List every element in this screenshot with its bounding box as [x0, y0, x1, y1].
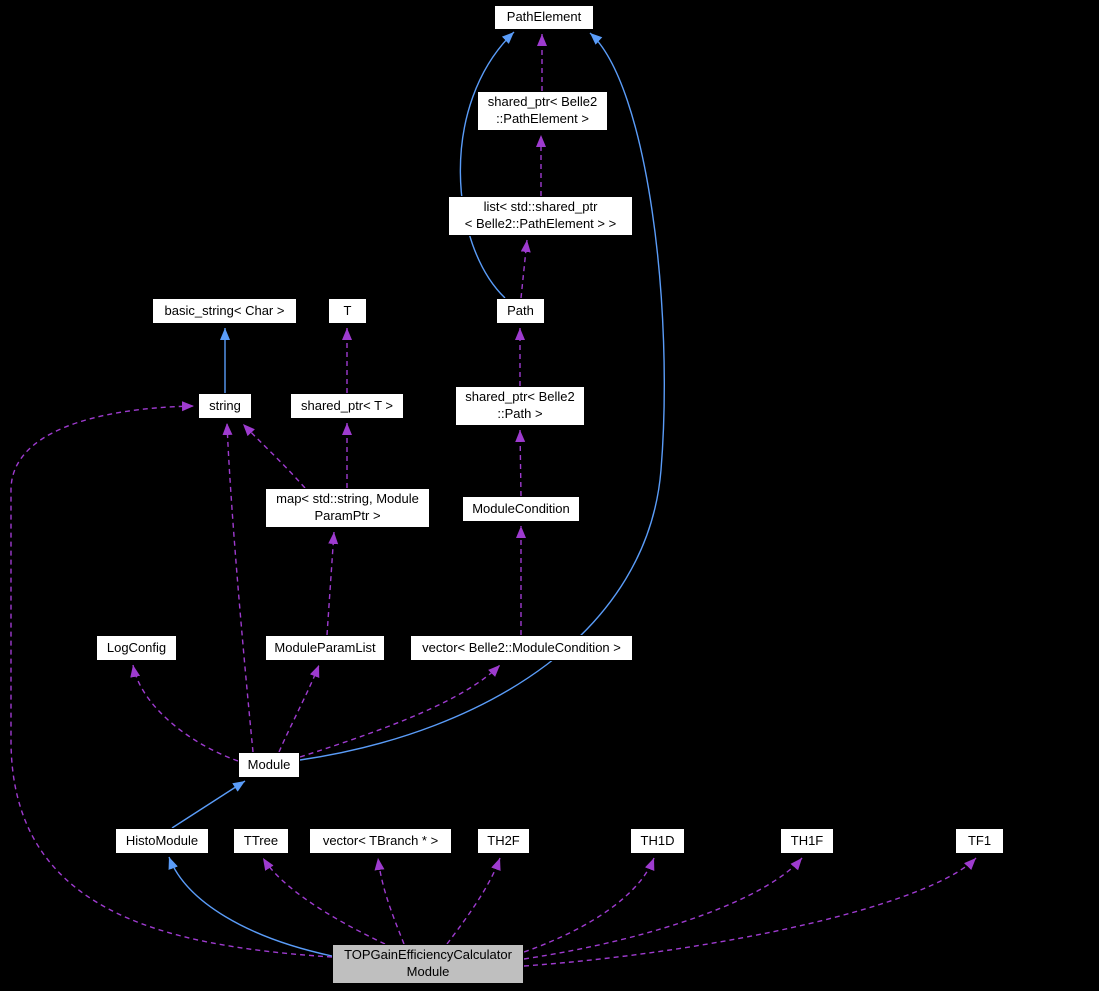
edge-path-to-list	[520, 239, 531, 299]
node-th1d[interactable]: TH1D	[630, 828, 685, 854]
edge-module-to-logconfig	[130, 664, 239, 762]
node-basic-string-char[interactable]: basic_string< Char >	[152, 298, 297, 324]
edge-topgain-to-th1f	[523, 857, 803, 960]
node-t[interactable]: T	[328, 298, 367, 324]
edge-module-inherits-pathelement	[299, 32, 665, 761]
node-shared-ptr-path[interactable]: shared_ptr< Belle2 ::Path >	[455, 386, 585, 426]
node-vector-modulecondition[interactable]: vector< Belle2::ModuleCondition >	[410, 635, 633, 661]
node-module[interactable]: Module	[238, 752, 300, 778]
edge-topgain-to-vector-tbranch	[374, 857, 405, 945]
edge-modulecondition-to-sharedptr-path	[515, 429, 526, 497]
edge-module-to-moduleparamlist	[278, 664, 320, 753]
edge-topgain-to-tf1	[523, 857, 977, 967]
edge-topgain-inherits-histomodule	[168, 856, 333, 957]
node-shared-ptr-t[interactable]: shared_ptr< T >	[290, 393, 404, 419]
node-tf1[interactable]: TF1	[955, 828, 1004, 854]
node-ttree[interactable]: TTree	[233, 828, 289, 854]
edge-topgain-to-string	[10, 401, 333, 958]
edge-path-inherits-pathelement	[459, 31, 515, 299]
edge-module-to-string	[222, 422, 254, 753]
node-topgainefficiencycalculatormodule[interactable]: TOPGainEfficiencyCalculator Module	[332, 944, 524, 984]
node-modulecondition[interactable]: ModuleCondition	[462, 496, 580, 522]
edge-histomodule-inherits-module	[171, 780, 246, 829]
node-list-shared-ptr-pathelement[interactable]: list< std::shared_ptr < Belle2::PathElem…	[448, 196, 633, 236]
node-th1f[interactable]: TH1F	[780, 828, 834, 854]
edge-map-to-string	[242, 423, 306, 489]
node-vector-tbranch[interactable]: vector< TBranch * >	[309, 828, 452, 854]
node-pathelement[interactable]: PathElement	[494, 5, 594, 30]
node-string[interactable]: string	[198, 393, 252, 419]
node-shared-ptr-pathelement[interactable]: shared_ptr< Belle2 ::PathElement >	[477, 91, 608, 131]
edge-moduleparamlist-to-map	[326, 531, 339, 636]
edge-topgain-to-th1d	[523, 857, 655, 953]
edge-topgain-to-ttree	[262, 857, 386, 945]
node-path[interactable]: Path	[496, 298, 545, 324]
edge-module-to-vector-modulecondition	[299, 664, 501, 758]
edge-topgain-to-th2f	[446, 857, 501, 945]
node-logconfig[interactable]: LogConfig	[96, 635, 177, 661]
node-histomodule[interactable]: HistoModule	[115, 828, 209, 854]
node-map-string-moduleparamptr[interactable]: map< std::string, Module ParamPtr >	[265, 488, 430, 528]
node-moduleparamlist[interactable]: ModuleParamList	[265, 635, 385, 661]
node-th2f[interactable]: TH2F	[477, 828, 530, 854]
